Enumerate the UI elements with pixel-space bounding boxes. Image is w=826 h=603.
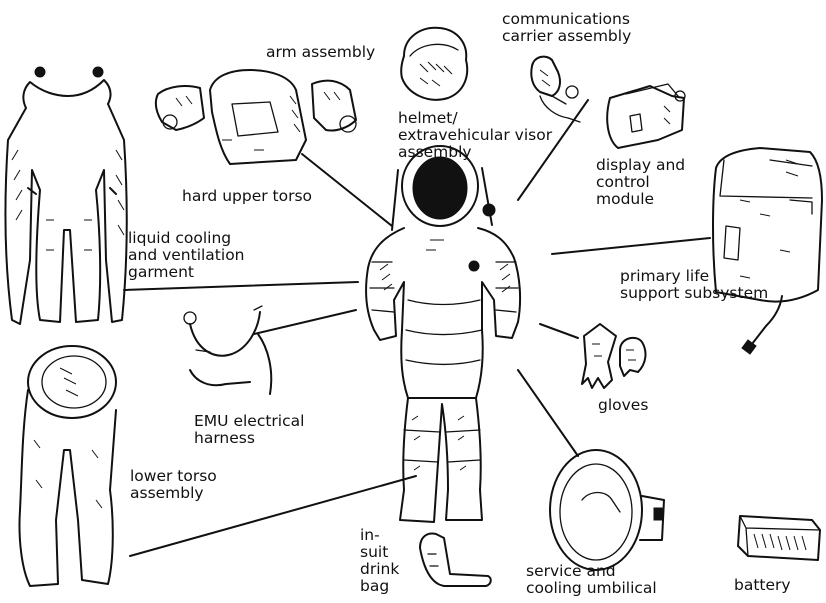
label-emu-electrical-harness: EMU electrical harness <box>194 413 304 447</box>
label-service-cooling-umbilical: service and cooling umbilical <box>526 563 657 597</box>
label-hard-upper-torso: hard upper torso <box>182 188 312 205</box>
umbilical-drawing <box>550 450 664 570</box>
drink-bag-drawing <box>420 534 491 586</box>
label-communications-carrier: communications carrier assembly <box>502 11 631 45</box>
plss-drawing <box>713 148 822 354</box>
arm-assembly-drawing <box>156 81 356 132</box>
helmet-visor-drawing <box>401 28 467 100</box>
label-liquid-cooling-garment: liquid cooling and ventilation garment <box>128 230 245 281</box>
leader-plss <box>552 238 710 254</box>
label-primary-life-support: primary life support subsystem <box>620 268 768 302</box>
display-control-module-drawing <box>607 84 685 148</box>
label-lower-torso-assembly: lower torso assembly <box>130 468 217 502</box>
liquid-cooling-garment-drawing <box>5 67 126 324</box>
label-battery: battery <box>734 577 791 594</box>
hard-upper-torso-drawing <box>210 70 306 164</box>
leader-electrical-harness <box>254 310 356 334</box>
lower-torso-drawing <box>19 346 116 586</box>
leader-liquid-cooling <box>124 282 358 290</box>
leader-gloves <box>540 324 578 338</box>
label-arm-assembly: arm assembly <box>266 44 375 61</box>
battery-drawing <box>738 516 820 560</box>
label-in-suit-drink-bag: in- suit drink bag <box>360 527 399 595</box>
leader-hard-upper-torso <box>302 154 392 226</box>
electrical-harness-drawing <box>184 306 271 394</box>
gloves-drawing <box>582 324 645 388</box>
helmet-visor <box>413 157 467 219</box>
leader-umbilical <box>518 370 578 456</box>
label-helmet-visor: helmet/ extravehicular visor assembly <box>398 110 552 161</box>
label-gloves: gloves <box>598 397 648 414</box>
label-display-control-module: display and control module <box>596 157 685 208</box>
central-spacesuit <box>366 146 520 522</box>
